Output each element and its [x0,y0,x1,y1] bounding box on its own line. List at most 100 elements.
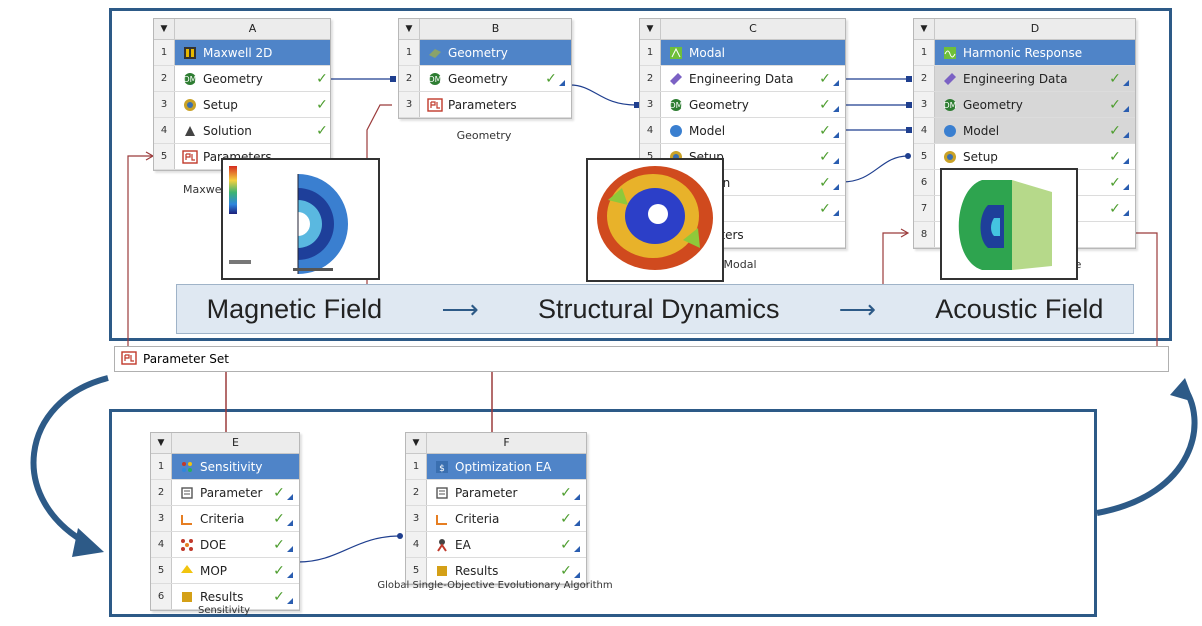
collapse-triangle-icon[interactable]: ▼ [406,433,427,453]
cell-label: Optimization EA [455,459,552,474]
collapse-triangle-icon[interactable]: ▼ [914,19,935,39]
cell-number: 2 [640,66,661,91]
expand-corner-icon [1123,98,1135,112]
cell-number: 5 [406,558,427,583]
cell-number: 2 [406,480,427,505]
cell-label: Solution [203,123,252,138]
setup-icon [181,96,199,114]
status-check-icon: ✓ [819,70,831,87]
cell-number: 3 [914,92,935,117]
status-check-icon: ✓ [273,484,285,501]
system-letter: E [232,436,239,449]
cell-number: 3 [640,92,661,117]
expand-corner-icon [833,202,845,216]
collapse-triangle-icon[interactable]: ▼ [640,19,661,39]
expand-corner-icon [287,590,299,604]
system-header[interactable]: ▼E [151,433,299,454]
system-header[interactable]: ▼A [154,19,330,40]
status-check-icon: ✓ [1109,200,1121,217]
system-header[interactable]: ▼F [406,433,586,454]
maxwell-icon [181,44,199,62]
system-header[interactable]: ▼C [640,19,845,40]
expand-corner-icon [287,538,299,552]
cell-label: Geometry [448,71,508,86]
cell-label: Engineering Data [689,71,794,86]
cell-row[interactable]: 2 Engineering Data ✓ [640,66,845,92]
cell-number: 4 [406,532,427,557]
parameter-set-bar[interactable]: Parameter Set [114,346,1169,372]
parameters-icon [181,148,199,166]
status-check-icon: ✓ [545,70,557,87]
criteria-icon [178,510,196,528]
doe-icon [178,536,196,554]
expand-corner-icon [574,538,586,552]
cell-row[interactable]: 1$Optimization EA [406,454,586,480]
geometry-icon: DM [426,70,444,88]
cell-label: Parameter [200,485,263,500]
status-check-icon: ✓ [1109,174,1121,191]
geometry-icon: DM [941,96,959,114]
upper-workflow-frame [109,8,1172,341]
status-check-icon: ✓ [560,484,572,501]
status-check-icon: ✓ [819,122,831,139]
cell-number: 5 [914,144,935,169]
engineering-data-icon [941,70,959,88]
system-header[interactable]: ▼B [399,19,571,40]
cell-number: 1 [406,454,427,479]
svg-text:DM: DM [183,75,196,84]
status-check-icon: ✓ [819,174,831,191]
parameter-icon [433,484,451,502]
status-check-icon: ✓ [560,562,572,579]
cell-label: Results [200,589,244,604]
expand-corner-icon [287,486,299,500]
system-header[interactable]: ▼D [914,19,1135,40]
system-letter: C [749,22,757,35]
banner-arrow-icon: ⟶ [838,293,877,324]
collapse-triangle-icon[interactable]: ▼ [154,19,175,39]
system-letter: D [1030,22,1040,35]
loop-arrow-left [30,375,109,548]
cell-number: 3 [151,506,172,531]
svg-text:DM: DM [943,101,956,110]
expand-corner-icon [833,72,845,86]
cell-number: 3 [154,92,175,117]
collapse-triangle-icon[interactable]: ▼ [151,433,172,453]
geometry-icon: DM [181,70,199,88]
status-check-icon: ✓ [273,562,285,579]
status-check-icon: ✓ [560,510,572,527]
cell-label: Geometry [203,71,263,86]
cell-number: 5 [154,144,175,169]
expand-corner-icon [833,98,845,112]
collapse-triangle-icon[interactable]: ▼ [399,19,420,39]
cell-number: 6 [914,170,935,195]
